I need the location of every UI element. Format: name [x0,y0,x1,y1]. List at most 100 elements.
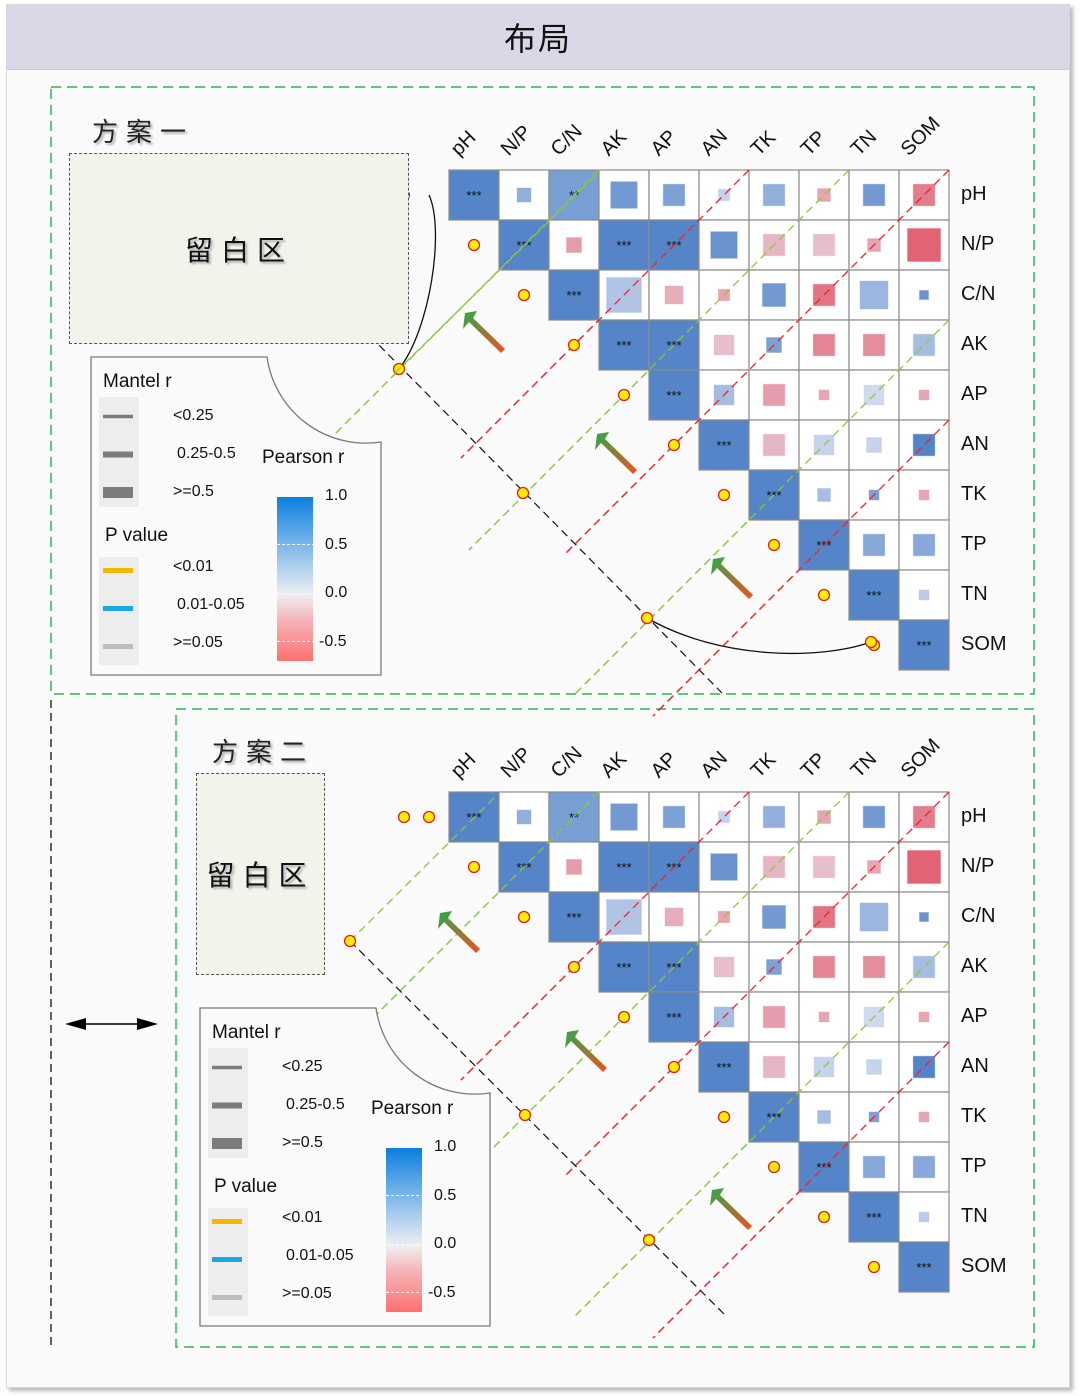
correlation-square [516,187,532,203]
correlation-square [862,955,886,979]
node-dot [767,1160,781,1174]
pvalue-legend-label: <0.01 [173,558,214,575]
matrix-cell [898,619,950,671]
correlation-square [906,849,942,885]
section-title-plan1: 方案一 [92,118,195,148]
correlation-square [906,227,942,263]
row-label: AN [961,433,989,455]
correlation-square [818,389,830,401]
blank-area-label: 留白区 [206,859,315,892]
pearson-colorbar [277,497,313,661]
row-label: C/N [961,905,996,927]
row-label: AK [961,333,988,355]
arrow-left-icon [65,1018,86,1030]
node-dot [516,486,530,500]
correlation-square [812,233,836,257]
title-bar: 布局 [7,5,1069,70]
correlation-square [912,1155,936,1179]
guide-line [652,419,950,717]
pvalue-legend-label: 0.01-0.05 [286,1247,354,1264]
significance-label: *** [566,910,581,925]
blank-area-label: 留白区 [184,233,293,267]
node-dot [642,1233,656,1247]
mantel-swatch [103,451,133,458]
correlation-square [918,489,930,501]
significance-label: ** [569,188,579,203]
row-label: TK [961,483,987,505]
correlation-square [609,180,639,210]
pearson-colorbar [386,1148,422,1312]
guide-line [468,791,850,1173]
correlation-square [918,289,930,301]
node-dot [717,1110,731,1124]
correlation-matrix-plan1: ****************************************… [326,169,950,717]
matrix-cell [598,219,650,271]
node-dot [617,388,631,402]
correlation-square [565,858,583,876]
node-dot [667,438,681,452]
blank-area-plan2: 留白区 [196,773,325,975]
significance-label: *** [616,238,631,253]
node-dot [867,1260,881,1274]
pvalue-swatch [103,644,133,649]
legend-panel-plan2 [199,1007,491,1327]
correlation-square [762,383,786,407]
pearson-tick-label: 0.5 [434,1186,457,1204]
significance-label: *** [666,388,681,403]
mantel-legend-label: 0.25-0.5 [286,1096,345,1113]
matrix-cell [548,269,600,321]
node-dot [397,810,411,824]
mantel-link-curve [398,194,437,370]
correlation-square [865,436,883,454]
correlation-square [762,1055,786,1079]
correlation-square [912,533,936,557]
mantel-link-curve [646,617,872,655]
correlation-square [918,1111,930,1123]
mantel-axis-line [369,335,723,694]
mantel-swatch [103,414,133,419]
pearson-legend-title: Pearson r [262,447,345,468]
node-dot [717,488,731,502]
mantel-swatch [103,487,133,498]
arrow-right-icon [137,1018,158,1030]
section-border-plan1 [50,86,1035,695]
significance-label: *** [716,1060,731,1075]
mantel-legend-label: <0.25 [173,407,214,424]
node-dot [467,860,481,874]
correlation-square [812,955,836,979]
node-dot [467,238,481,252]
node-dot [518,1108,532,1122]
pvalue-legend-title: P value [105,525,169,546]
blank-area-plan1: 留白区 [69,153,409,344]
direction-arrow-icon [565,1030,607,1072]
row-label: N/P [961,233,995,255]
significance-label: *** [666,1010,681,1025]
row-label: TN [961,583,988,605]
row-label: AK [961,955,988,977]
correlation-square [918,911,930,923]
significance-label: *** [616,960,631,975]
pvalue-swatch [212,1257,242,1262]
significance-label: *** [916,1260,931,1275]
guide-line [652,1041,950,1339]
node-dot [817,588,831,602]
correlation-square [818,1011,830,1023]
correlation-square [762,183,786,207]
row-label: TK [961,1105,987,1127]
pvalue-swatch [212,1295,242,1300]
pvalue-legend-label: 0.01-0.05 [177,596,245,613]
page-title: 布局 [503,20,572,58]
row-label: TP [961,533,987,555]
node-dot [667,1060,681,1074]
correlation-square [664,907,684,927]
row-label: AP [961,383,988,405]
row-label: AP [961,1005,988,1027]
pvalue-legend-label: <0.01 [282,1209,323,1226]
correlation-square [859,280,889,310]
row-label: C/N [961,283,996,305]
guide-line [349,795,497,942]
guide-line [460,791,750,1081]
legend-panel-plan1 [90,356,382,676]
row-label: TP [961,1155,987,1177]
